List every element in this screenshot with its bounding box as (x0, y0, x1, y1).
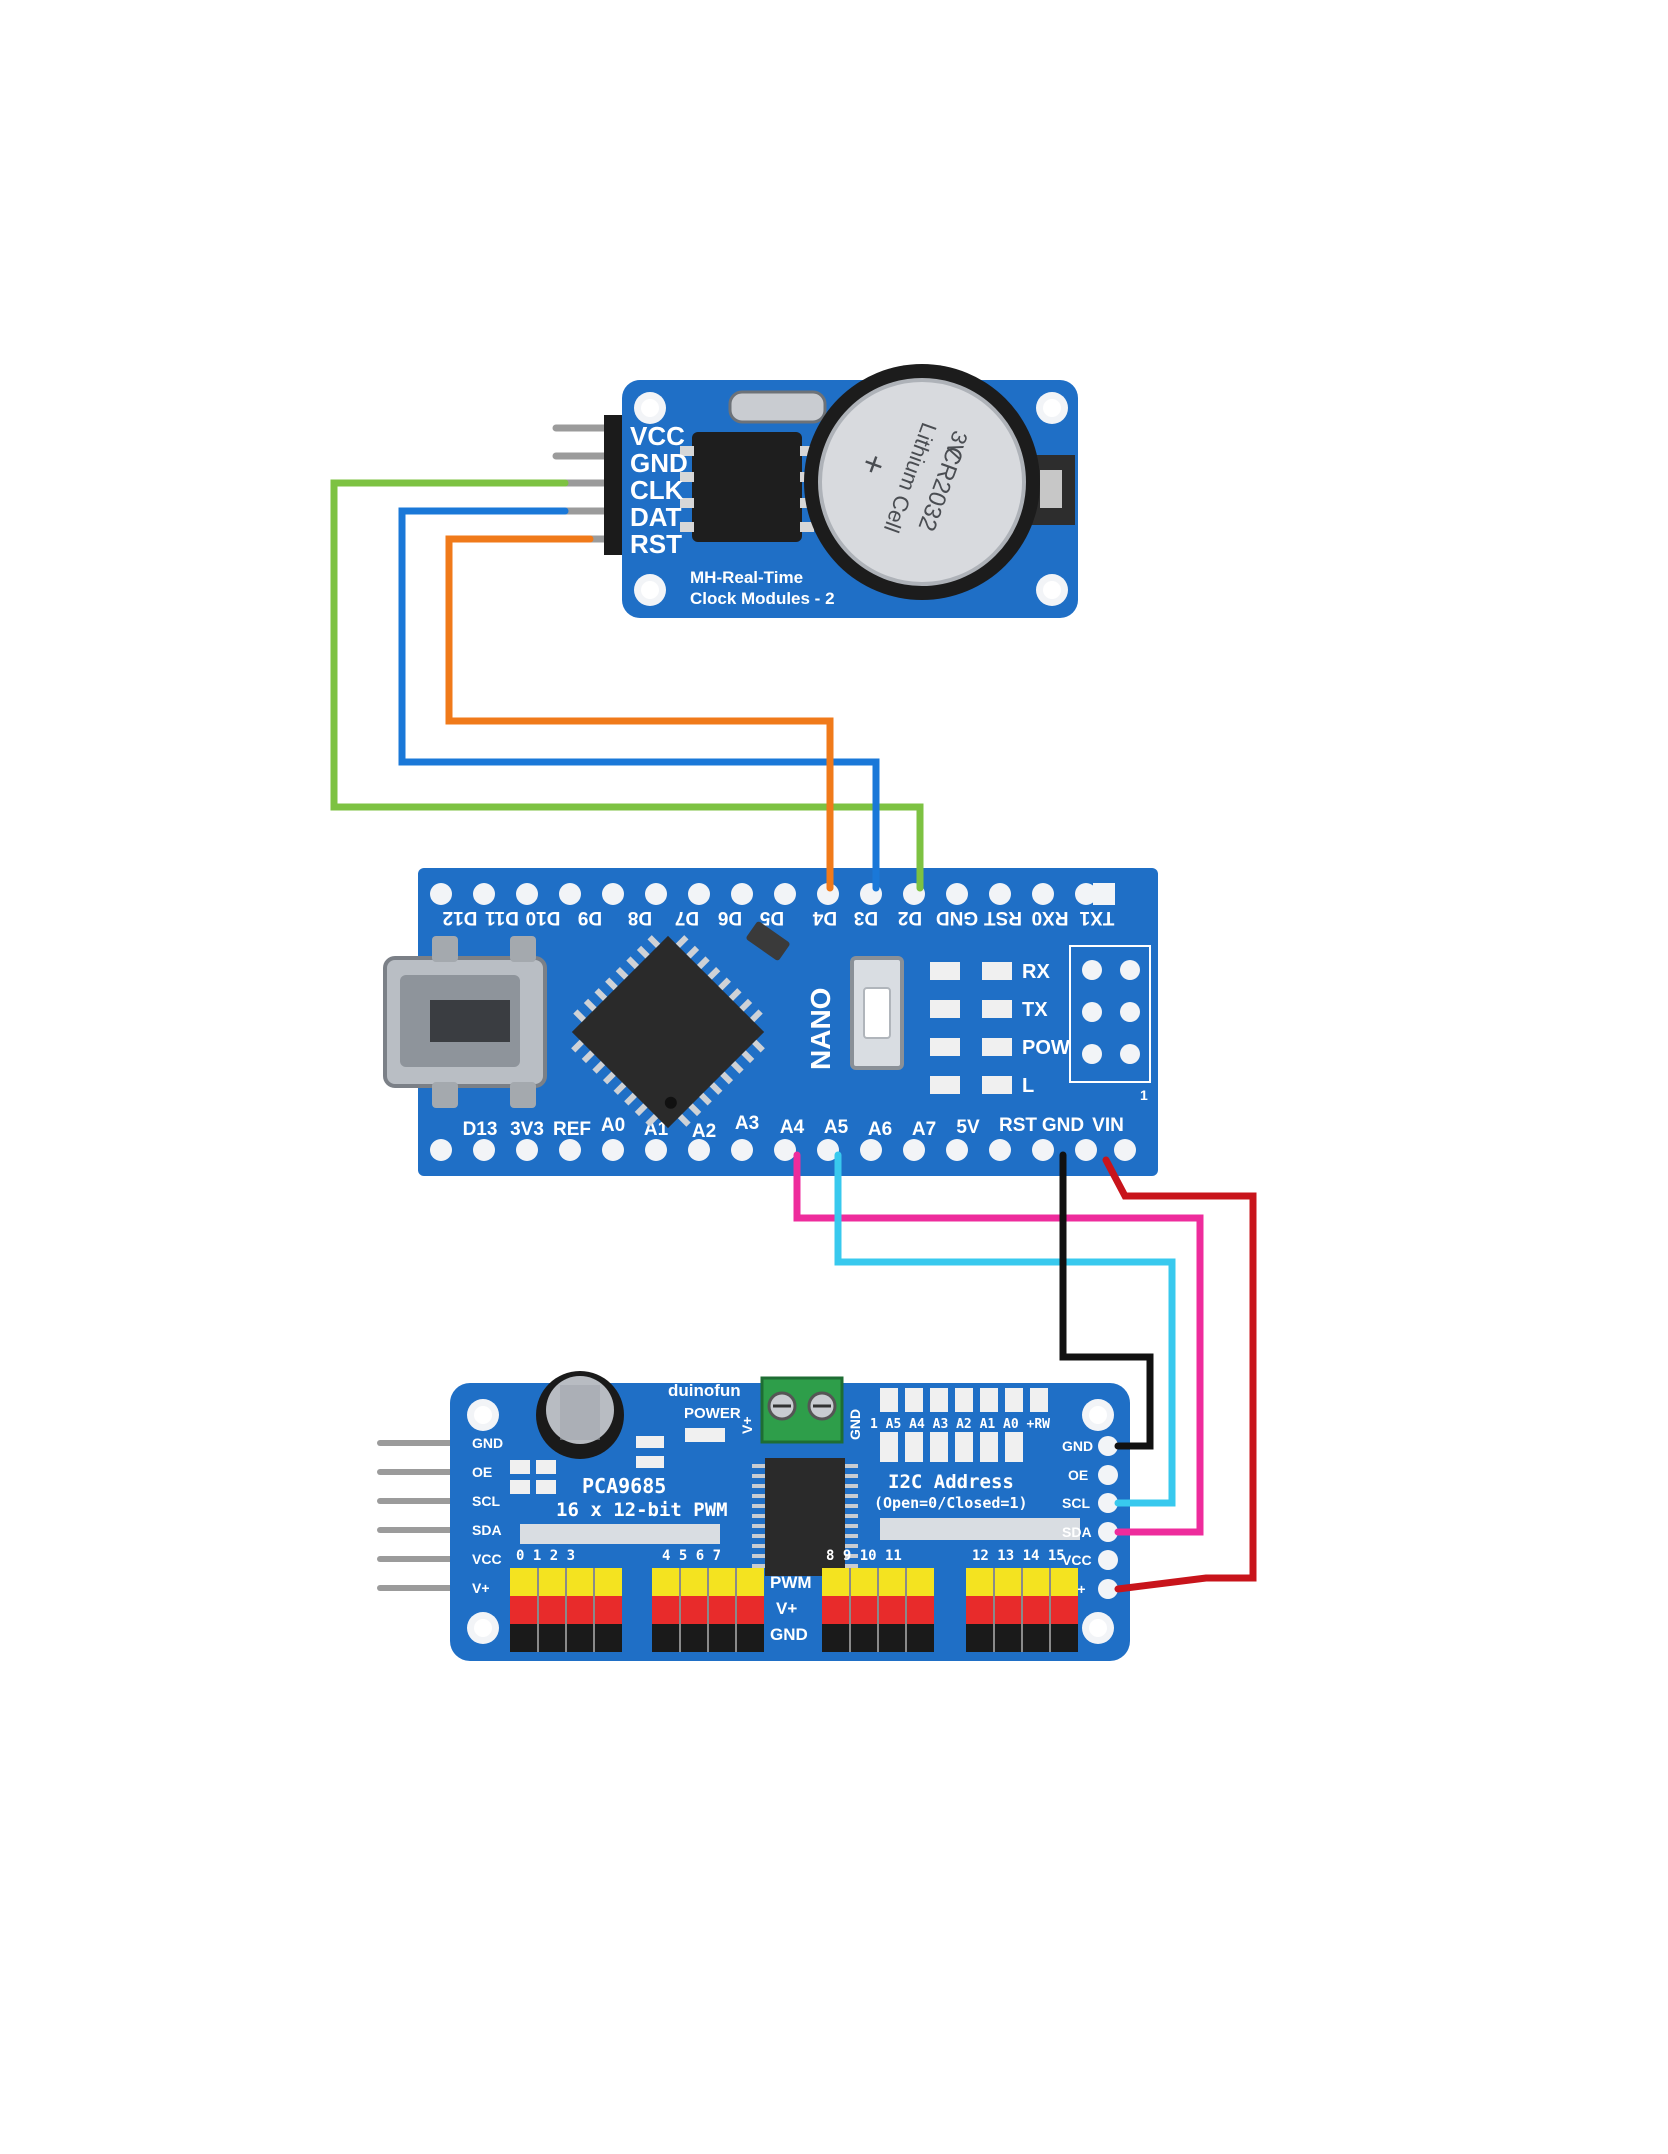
nano-label-ref: REF (553, 1119, 591, 1140)
nano-bottom-pads (430, 1139, 1136, 1161)
nano-board (418, 868, 1158, 1176)
wire-orange-rst-d4 (445, 535, 834, 892)
rtc-title-line1: MH-Real-Time (690, 568, 803, 587)
pca-left-pin-sda: SDA (472, 1522, 502, 1538)
address-jumpers (880, 1388, 1048, 1462)
pca-left-pin-vplus: V+ (472, 1580, 490, 1596)
icsp-pin1-mark: 1 (1140, 1087, 1148, 1103)
pca-power-label: POWER (684, 1405, 741, 1422)
nano-label-d11: D11 (485, 907, 519, 928)
nano-crystal (746, 921, 790, 961)
row-label-pwm: PWM (770, 1573, 812, 1592)
coin-cell-battery (818, 378, 1026, 586)
icsp-header (1069, 945, 1151, 1083)
nano-label-a3: A3 (735, 1113, 759, 1134)
crystal-oscillator (728, 390, 827, 424)
rtc-pin-gnd: GND (630, 448, 688, 478)
nano-label-d5: D5 (759, 907, 784, 928)
nano-label-rst-bottom: RST (999, 1115, 1037, 1136)
ds1302-chip (692, 432, 802, 542)
screw-terminal (760, 1376, 844, 1444)
rtc-pin-clk: CLK (630, 475, 684, 505)
rtc-header-housing (604, 415, 626, 555)
pca-i2c-title: I2C Address (888, 1471, 1014, 1493)
nano-name-label: NANO (805, 988, 836, 1070)
nano-label-d4: D4 (812, 907, 837, 928)
nano-label-d13: D13 (463, 1119, 498, 1140)
rtc-pin-rst: RST (630, 529, 682, 559)
pca-right-pin-scl: SCL (1062, 1495, 1090, 1511)
led-label-pow: POW (1022, 1037, 1070, 1059)
pca9685-chip (752, 1458, 858, 1576)
nano-label-a2: A2 (692, 1121, 716, 1142)
nano-label-5v: 5V (956, 1117, 980, 1138)
nano-label-tx1: TX1 (1079, 907, 1114, 928)
pca-left-pin-gnd: GND (472, 1435, 503, 1451)
terminal-label-gnd: GND (847, 1409, 863, 1440)
nano-label-d9: D9 (578, 907, 602, 928)
led-label-rx: RX (1022, 961, 1050, 983)
wire-red-vin-vplus (1102, 1156, 1257, 1593)
pca-address-labels: 1 A5 A4 A3 A2 A1 A0 +RW (870, 1417, 1050, 1432)
nano-label-gnd-top: GND (936, 907, 978, 928)
rtc-title-line2: Clock Modules - 2 (690, 589, 835, 608)
rtc-pin-vcc: VCC (630, 421, 685, 451)
wire-black-gnd-gnd (1059, 1151, 1154, 1450)
pca-right-pin-vcc: VCC (1062, 1552, 1092, 1568)
rtc-module: CR2032 3V Lithium Cell + VCC GND CLK DAT… (552, 364, 1078, 618)
nano-label-a0: A0 (601, 1115, 625, 1136)
row-label-vplus: V+ (776, 1599, 797, 1618)
nano-label-d10: D10 (526, 907, 561, 928)
pca-left-pin-oe: OE (472, 1464, 492, 1480)
pca-right-pin-sda: SDA (1062, 1524, 1092, 1540)
rtc-pin-dat: DAT (630, 502, 682, 532)
pca9685-module: duinofun POWER V+ GND (377, 1371, 1130, 1661)
nano-label-d7: D7 (675, 907, 699, 928)
pca-subtitle: 16 x 12-bit PWM (556, 1499, 728, 1521)
wire-pink-a4-sda (793, 1151, 1204, 1536)
nano-label-d8: D8 (628, 907, 652, 928)
arduino-nano: D12 D11 D10 D9 D8 D7 D6 D5 D4 D3 D2 GND … (383, 868, 1158, 1176)
pca-left-pin-scl: SCL (472, 1493, 500, 1509)
channel-group-8-11: 8 9 10 11 (826, 1548, 902, 1564)
pca-right-pin-oe: OE (1068, 1467, 1088, 1483)
wire-blue-clk-d3 (398, 507, 880, 892)
pca-brand: duinofun (668, 1381, 741, 1400)
nano-label-rst-top: RST (984, 907, 1022, 928)
pca-right-pin-gnd: GND (1062, 1438, 1093, 1454)
nano-label-d12: D12 (443, 907, 478, 928)
led-label-l: L (1022, 1075, 1034, 1097)
pca-left-pin-vcc: VCC (472, 1551, 502, 1567)
nano-label-vin: VIN (1092, 1115, 1124, 1136)
nano-label-rx0: RX0 (1032, 907, 1069, 928)
pca-chip-name: PCA9685 (582, 1474, 666, 1498)
atmega-chip (571, 935, 765, 1129)
nano-label-3v3: 3V3 (510, 1119, 544, 1140)
nano-label-a4: A4 (780, 1117, 805, 1138)
nano-label-a7: A7 (912, 1119, 936, 1140)
channel-group-4-7: 4 5 6 7 (662, 1548, 721, 1564)
pca-i2c-subtitle: (Open=0/Closed=1) (874, 1494, 1028, 1512)
nano-label-a5: A5 (824, 1117, 849, 1138)
channel-group-12-15: 12 13 14 15 (972, 1548, 1065, 1564)
status-leds (930, 962, 1012, 1094)
nano-label-d2: D2 (898, 907, 922, 928)
wire-cyan-a5-scl (834, 1151, 1176, 1507)
led-label-tx: TX (1022, 999, 1048, 1021)
channel-group-0-3: 0 1 2 3 (516, 1548, 575, 1564)
electrolytic-capacitor (536, 1371, 624, 1459)
nano-label-d3: D3 (854, 907, 878, 928)
wires (330, 479, 1257, 1593)
nano-label-d6: D6 (718, 907, 742, 928)
mini-usb-connector (383, 936, 547, 1108)
nano-label-a6: A6 (868, 1119, 892, 1140)
pca-right-pads (1098, 1436, 1118, 1599)
wire-green-gnd-d2 (330, 479, 924, 892)
nano-label-gnd-bottom: GND (1042, 1115, 1084, 1136)
reset-button[interactable] (850, 956, 904, 1070)
servo-headers (510, 1568, 1078, 1652)
terminal-label-vplus: V+ (739, 1416, 755, 1434)
row-label-gnd: GND (770, 1625, 808, 1644)
